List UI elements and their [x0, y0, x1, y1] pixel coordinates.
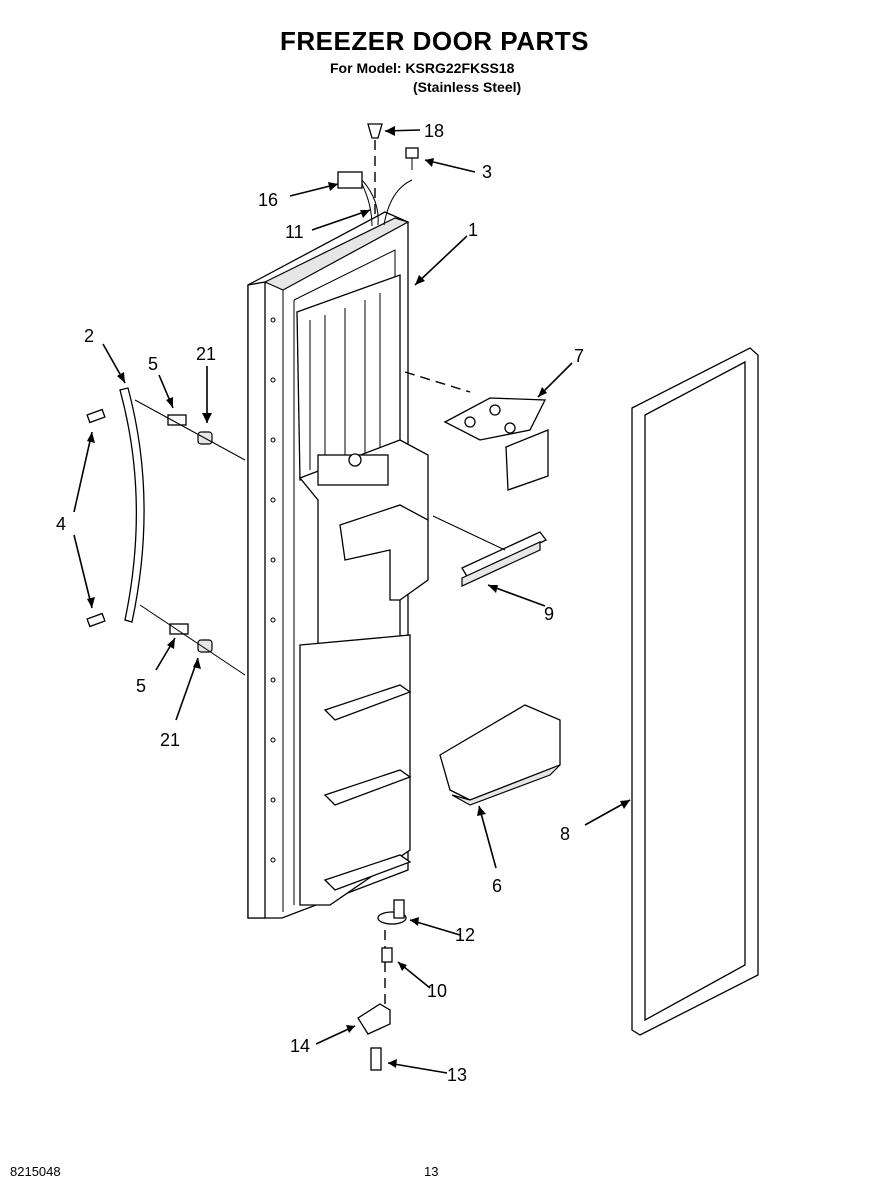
handle-studs	[86, 408, 106, 628]
callout-6: 6	[492, 876, 502, 896]
freezer-door-panel	[247, 211, 429, 919]
top-screw	[405, 147, 419, 170]
callout-9: 9	[544, 604, 554, 624]
callout-5-top: 5	[148, 354, 158, 374]
callout-8: 8	[560, 824, 570, 844]
dispenser-cover	[443, 397, 549, 491]
callout-1: 1	[468, 220, 478, 240]
callout-12: 12	[455, 925, 475, 945]
handle-screws	[167, 414, 213, 653]
callout-4: 4	[56, 514, 66, 534]
callout-5-bottom: 5	[136, 676, 146, 696]
finish-line: (Stainless Steel)	[413, 79, 522, 95]
model-line: For Model: KSRG22FKSS18	[330, 60, 515, 76]
callout-7: 7	[574, 346, 584, 366]
callout-14: 14	[290, 1036, 310, 1056]
callout-3: 3	[482, 162, 492, 182]
door-gasket	[631, 347, 759, 1036]
trim-strip	[461, 531, 547, 587]
callout-21-bottom: 21	[160, 730, 180, 750]
top-hinge-pin	[367, 123, 383, 215]
door-handle	[119, 387, 145, 623]
document-number: 8215048	[10, 1164, 61, 1179]
callout-11: 11	[285, 222, 304, 242]
callout-21-top: 21	[196, 344, 216, 364]
callout-10: 10	[427, 981, 447, 1001]
door-bin	[439, 704, 561, 806]
page-title: FREEZER DOOR PARTS	[280, 26, 589, 56]
callout-16: 16	[258, 190, 278, 210]
bottom-screw	[381, 947, 393, 963]
callout-13: 13	[447, 1065, 467, 1085]
hinge-screw	[370, 1047, 382, 1071]
hinge-plate	[357, 1003, 391, 1035]
page-number: 13	[424, 1164, 439, 1179]
callout-2: 2	[84, 326, 94, 346]
callout-18: 18	[424, 121, 444, 141]
arrow-heads	[87, 126, 630, 1068]
bottom-hinge-bracket	[377, 899, 407, 925]
wire-harness	[337, 171, 413, 227]
